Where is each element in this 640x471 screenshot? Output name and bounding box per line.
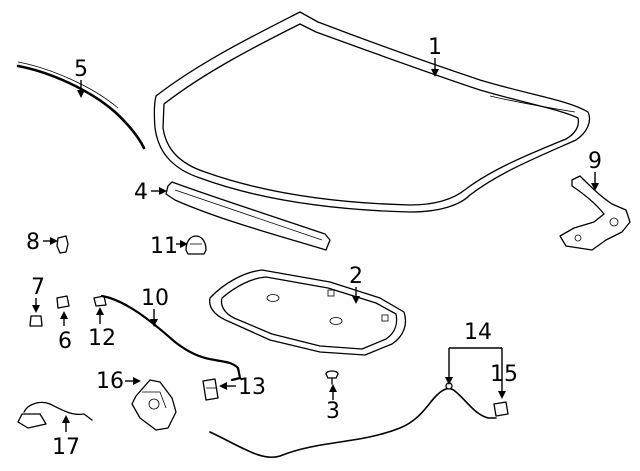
cushion-part-11 (185, 235, 207, 255)
bumper-part-7 (29, 315, 43, 327)
connector-part-17 (17, 401, 93, 429)
svg-text:6: 6 (58, 329, 72, 354)
front-seal (165, 181, 331, 251)
callout-2: 2 (349, 264, 363, 304)
bumper-part-8 (56, 235, 69, 254)
callout-13: 13 (219, 375, 266, 400)
callout-17: 17 (52, 415, 80, 460)
hood-panel (153, 11, 591, 213)
svg-text:10: 10 (141, 286, 169, 311)
svg-text:1: 1 (428, 35, 442, 60)
svg-text:12: 12 (88, 326, 116, 351)
switch-part-13 (202, 378, 219, 401)
callout-4: 4 (134, 180, 167, 205)
cable-end-part-15 (493, 401, 509, 417)
svg-text:2: 2 (349, 264, 363, 289)
hood-latch (131, 379, 177, 431)
svg-text:4: 4 (134, 180, 148, 205)
svg-text:13: 13 (238, 375, 266, 400)
hood-insulator (209, 269, 407, 356)
callout-11: 11 (150, 234, 188, 259)
svg-text:15: 15 (490, 362, 518, 387)
callout-3: 3 (326, 384, 340, 424)
svg-text:16: 16 (96, 369, 124, 394)
callout-6: 6 (58, 311, 72, 354)
svg-text:5: 5 (74, 57, 88, 82)
svg-text:17: 17 (52, 435, 80, 460)
svg-text:7: 7 (31, 275, 45, 300)
svg-text:11: 11 (150, 234, 178, 259)
callout-8: 8 (26, 230, 58, 255)
retainer-part-3 (325, 370, 339, 385)
callout-14: 14 (445, 320, 503, 392)
svg-text:14: 14 (464, 320, 492, 345)
callout-1: 1 (428, 35, 442, 77)
hood-weatherstrip (16, 61, 146, 150)
svg-text:3: 3 (326, 399, 340, 424)
callout-9: 9 (588, 149, 602, 191)
callout-10: 10 (141, 286, 169, 327)
callout-15: 15 (490, 362, 518, 399)
clip-part-12 (93, 295, 107, 307)
svg-text:9: 9 (588, 149, 602, 174)
callout-16: 16 (96, 369, 141, 394)
svg-text:8: 8 (26, 230, 40, 255)
callout-12: 12 (88, 307, 116, 351)
callout-7: 7 (31, 275, 45, 313)
hood-hinge (559, 175, 631, 251)
prop-rod (100, 294, 242, 382)
bumper-part-6 (56, 295, 70, 309)
callout-5: 5 (74, 57, 88, 98)
